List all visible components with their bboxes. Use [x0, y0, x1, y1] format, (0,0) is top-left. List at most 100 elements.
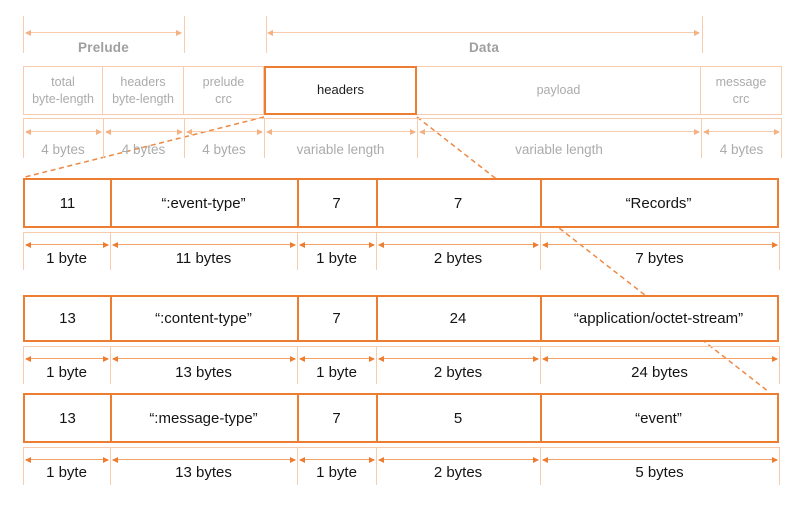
dimension-underline	[23, 346, 781, 348]
header-cell-name: “:content-type”	[155, 310, 252, 327]
dimension-arrow	[104, 128, 183, 135]
dimension-tick	[23, 346, 25, 384]
dimension-arrow	[111, 456, 296, 463]
header-cell-value-length: 5	[453, 409, 463, 427]
bracket-label-prelude: Prelude	[78, 40, 129, 55]
dimension-arrow	[377, 355, 539, 362]
dimension-tick	[781, 118, 783, 158]
dimension-tick	[297, 232, 299, 270]
size-label: 5 bytes	[635, 464, 684, 481]
dimension-arrow	[24, 456, 109, 463]
dimension-tick	[540, 346, 542, 384]
row-divider	[540, 395, 542, 441]
dimension-arrow	[541, 456, 778, 463]
dimension-tick	[701, 118, 703, 158]
data-bracket-arrow	[267, 29, 700, 36]
size-label: 24 bytes	[631, 364, 688, 381]
dimension-arrow	[111, 355, 296, 362]
size-label-payload: variable length	[515, 142, 603, 157]
dimension-tick	[110, 447, 112, 485]
row-divider	[110, 180, 112, 226]
dimension-arrow	[24, 128, 102, 135]
size-label-total-byte-length: 4 bytes	[41, 142, 85, 157]
dimension-tick	[297, 447, 299, 485]
dimension-tick	[297, 346, 299, 384]
header-cell-value: “application/octet-stream”	[573, 310, 744, 327]
size-label: 1 byte	[316, 250, 357, 267]
field-box-headers: headers	[264, 66, 417, 115]
size-label-message-crc: 4 bytes	[719, 142, 764, 157]
dimension-tick	[23, 447, 25, 485]
header-cell-value: “event”	[635, 409, 682, 427]
header-cell-value-type: 7	[332, 409, 341, 427]
dimension-tick	[779, 447, 781, 485]
size-label: 2 bytes	[433, 464, 483, 481]
header-cell-name: “:message-type”	[149, 409, 258, 427]
row-divider	[376, 395, 378, 441]
row-divider	[297, 180, 299, 226]
dimension-arrow	[298, 355, 375, 362]
dashed-line-left	[24, 116, 265, 178]
row-divider	[540, 297, 542, 340]
size-label: 1 byte	[46, 464, 87, 481]
data-bracket-tick-left	[265, 16, 267, 53]
dimension-tick	[376, 447, 378, 485]
size-label: 1 byte	[46, 250, 87, 267]
dimension-tick	[23, 232, 25, 270]
dimension-tick	[540, 447, 542, 485]
header-cell-value: “Records”	[625, 194, 692, 212]
size-label: 2 bytes	[433, 250, 483, 267]
dimension-tick	[110, 232, 112, 270]
size-label: 2 bytes	[433, 364, 483, 381]
dimension-tick	[779, 346, 781, 384]
dimension-tick	[779, 232, 781, 270]
dimension-tick	[103, 118, 105, 158]
header-cell-name-length: 11	[59, 194, 76, 212]
dimension-tick	[417, 118, 419, 158]
dimension-arrow	[377, 241, 539, 248]
dimension-underline	[23, 232, 781, 234]
prelude-bracket-arrow	[25, 29, 182, 36]
header-cell-name-length: 13	[59, 310, 76, 327]
dimension-arrow	[377, 456, 539, 463]
header-cell-name-length: 13	[59, 409, 76, 427]
dimension-arrow	[418, 128, 700, 135]
header-cell-name: “:event-type”	[161, 194, 246, 212]
size-label-prelude-crc: 4 bytes	[202, 142, 246, 157]
size-label-headers-byte-length: 4 bytes	[121, 142, 166, 157]
size-label: 13 bytes	[175, 464, 232, 481]
dimension-tick	[376, 232, 378, 270]
header-cell-value-type: 7	[332, 310, 341, 327]
dimension-arrow	[185, 128, 263, 135]
data-bracket-tick-right	[701, 16, 703, 53]
header-cell-value-length: 7	[453, 194, 463, 212]
dimension-arrow	[541, 355, 778, 362]
dimension-underline	[23, 447, 781, 449]
dimension-arrow	[298, 456, 375, 463]
dimension-tick	[376, 346, 378, 384]
row-divider	[297, 395, 299, 441]
size-label: 1 byte	[316, 364, 357, 381]
header-row-event-type: 11 “:event-type” 7 7 “Records”	[23, 178, 779, 228]
size-label: 7 bytes	[635, 250, 684, 267]
field-box-message-crc: message crc	[701, 66, 782, 115]
dimension-arrow	[702, 128, 780, 135]
prelude-bracket-tick-right	[183, 16, 185, 53]
dimension-arrow	[265, 128, 416, 135]
header-cell-value-length: 24	[449, 310, 467, 327]
dimension-arrow	[298, 241, 375, 248]
row-divider	[110, 395, 112, 441]
row-divider	[540, 180, 542, 226]
dimension-underline	[23, 118, 783, 120]
row-divider	[376, 297, 378, 340]
size-label: 1 byte	[316, 464, 357, 481]
dimension-tick	[110, 346, 112, 384]
dimension-tick	[184, 118, 186, 158]
size-label-headers: variable length	[296, 142, 385, 157]
row-divider	[297, 297, 299, 340]
field-box-headers-byte-length: headers byte-length	[103, 66, 184, 115]
dimension-tick	[264, 118, 266, 158]
field-box-total-byte-length: total byte-length	[23, 66, 103, 115]
row-divider	[110, 297, 112, 340]
